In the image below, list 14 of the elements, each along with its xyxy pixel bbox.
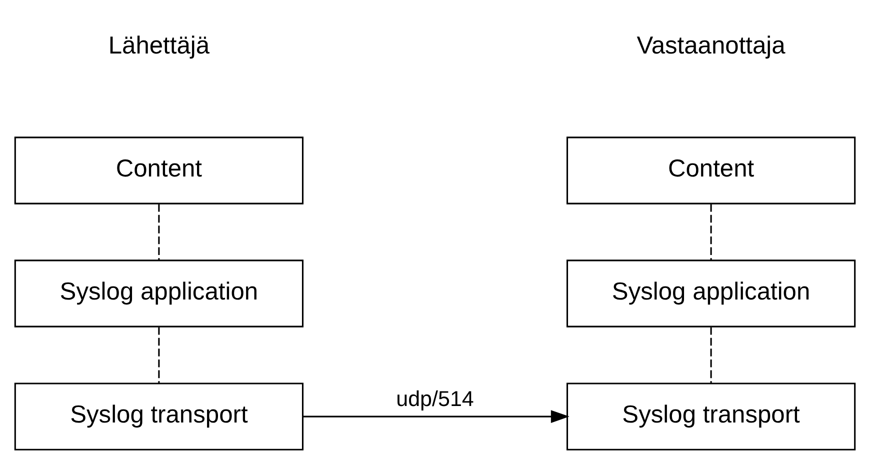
node-box: Syslog transport <box>566 382 856 450</box>
label: Vastaanottaja <box>636 32 785 60</box>
node-box: Content <box>566 136 856 204</box>
node-box: Syslog application <box>14 260 303 328</box>
connector <box>158 327 160 384</box>
connector <box>710 204 712 260</box>
connector <box>158 204 160 260</box>
arrow <box>302 410 569 424</box>
label: Lähettäjä <box>108 32 210 60</box>
connector <box>710 327 712 384</box>
node-box: Syslog transport <box>14 382 303 450</box>
node-box: Content <box>14 136 303 204</box>
edge-label: udp/514 <box>396 387 474 412</box>
node-box: Syslog application <box>566 260 856 328</box>
